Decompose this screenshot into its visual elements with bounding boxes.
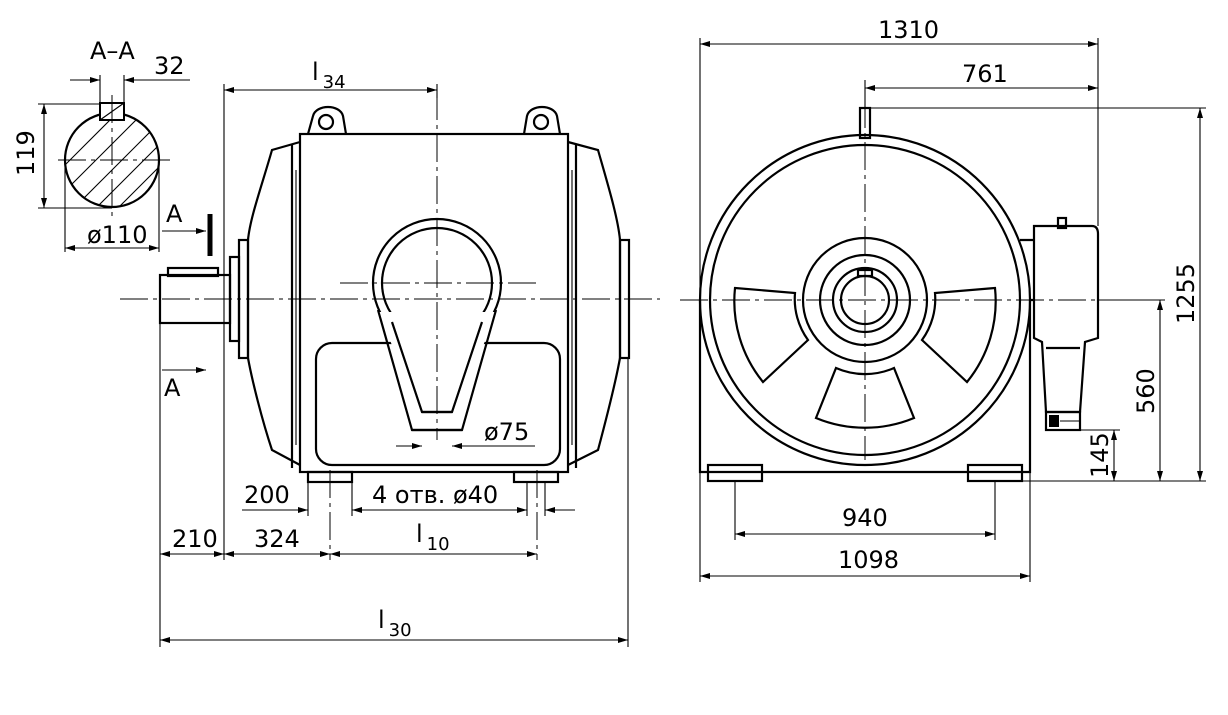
lifting-eye-right	[522, 105, 562, 135]
terminal-cap	[1056, 216, 1068, 230]
section-title: А–А	[90, 37, 135, 65]
terminal-box-side	[1032, 224, 1100, 414]
section-a-a: А–А 32 119	[12, 37, 190, 252]
dim-145: 145	[1086, 432, 1114, 478]
vent-left	[733, 286, 810, 384]
lifting-eye-left	[306, 105, 348, 135]
section-arrow-label-top: А	[166, 200, 183, 228]
dim-32: 32	[154, 52, 185, 80]
dim-200: 200	[244, 481, 290, 509]
dim-1098: 1098	[838, 546, 899, 574]
dim-119: 119	[12, 130, 40, 176]
dim-75: ø75	[484, 418, 529, 446]
dim-210: 210	[172, 525, 218, 553]
dim-940: 940	[842, 504, 888, 532]
dim-560: 560	[1132, 368, 1160, 414]
end-view: 1310 761 1255 560 145 940 1098	[680, 16, 1206, 582]
dim-761: 761	[962, 60, 1008, 88]
dim-110: ø110	[87, 221, 148, 249]
vent-bottom	[814, 366, 916, 429]
foot-right	[512, 470, 560, 484]
shaft-key	[166, 266, 220, 278]
dim-holes: 4 отв. ø40	[372, 481, 498, 509]
vent-right	[920, 286, 997, 384]
dim-1255: 1255	[1172, 263, 1200, 324]
dim-324: 324	[254, 525, 300, 553]
section-arrow-label-bottom: А	[164, 374, 181, 402]
frame-base	[698, 300, 1032, 474]
stator-frame	[298, 132, 570, 474]
dim-1310: 1310	[878, 16, 939, 44]
side-view: А А	[120, 58, 660, 647]
